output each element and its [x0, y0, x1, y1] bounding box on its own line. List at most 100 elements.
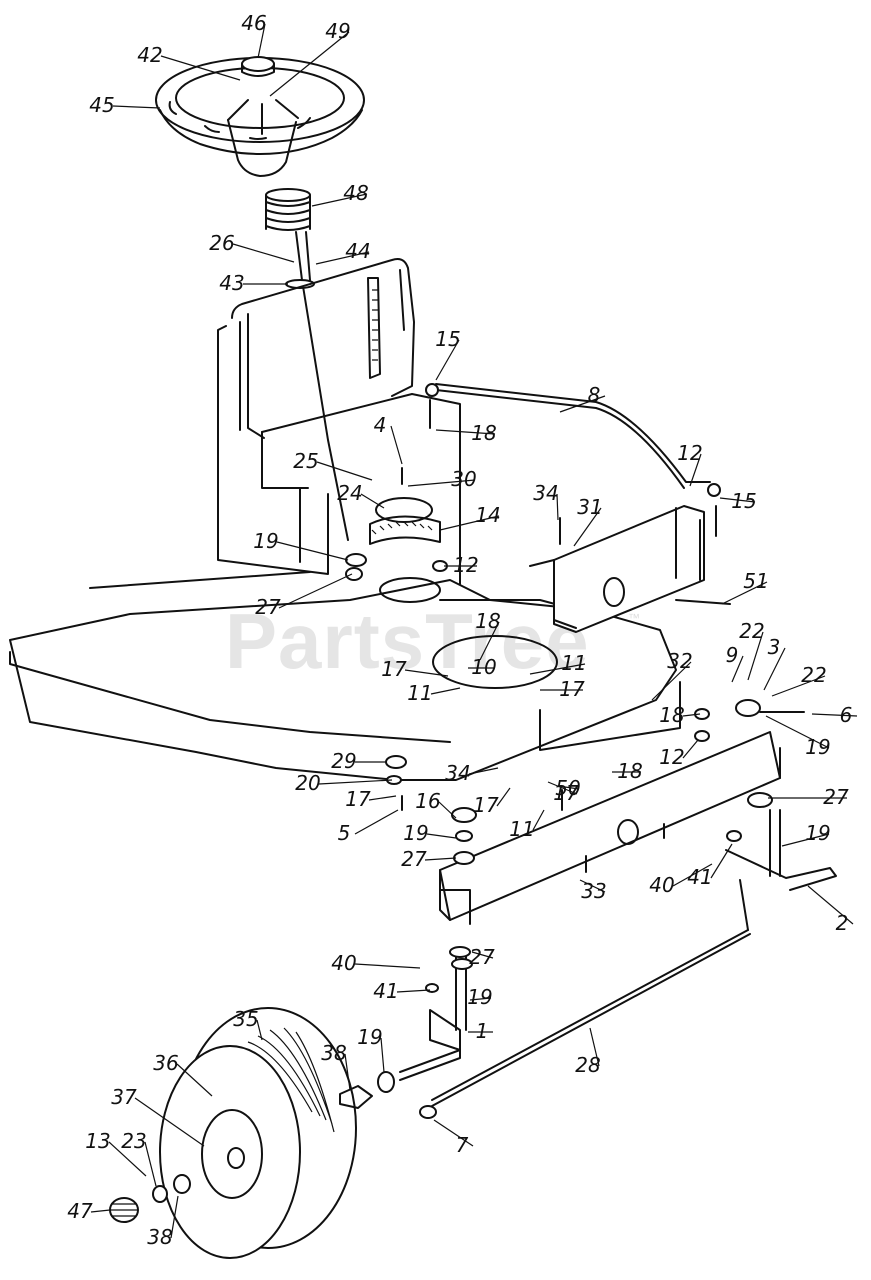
callout-label: 22: [801, 663, 826, 687]
callout-leader: [682, 739, 699, 759]
callout-leader: [471, 951, 494, 959]
callout-leader: [556, 493, 559, 521]
callout-label: 11: [509, 817, 534, 841]
callout-label: 26: [209, 231, 234, 255]
callout-leader: [771, 675, 826, 697]
sector-gear: [369, 497, 441, 603]
callout-leader: [672, 863, 713, 887]
callout-leader: [689, 453, 702, 487]
callout-leader: [438, 801, 457, 819]
callout-label: 42: [137, 43, 162, 67]
callout-leader: [134, 1097, 205, 1147]
callout-leader: [344, 1053, 351, 1091]
callout-label: 17: [345, 787, 371, 811]
front-axle: [439, 731, 781, 925]
callout-leader: [579, 879, 606, 893]
callout-label: 12: [677, 441, 702, 465]
steering-wheel: [155, 56, 365, 177]
callout-leader: [354, 963, 421, 969]
callout-label: 41: [687, 865, 712, 889]
callout-label: 38: [147, 1225, 172, 1249]
callout-label: 14: [475, 503, 500, 527]
callout-leader: [710, 843, 733, 879]
callout-label: 18: [475, 609, 500, 633]
callout-label: 17: [381, 657, 407, 681]
callout-label: 31: [577, 495, 602, 519]
callout-label: 19: [357, 1025, 382, 1049]
hardware: [345, 399, 805, 1119]
callout-leader: [360, 493, 385, 509]
callout-leader: [176, 1063, 213, 1097]
callout-label: 19: [805, 735, 830, 759]
callout-label: 33: [581, 879, 606, 903]
callout-label: 28: [575, 1053, 600, 1077]
callout-leader: [426, 833, 457, 839]
callout-leader: [368, 795, 397, 801]
callout-leader: [807, 885, 854, 925]
callout-leader: [763, 647, 786, 691]
callout-leader: [747, 631, 764, 681]
callout-label: 20: [295, 771, 320, 795]
callout-leader: [354, 809, 399, 835]
callout-label: 45: [89, 93, 114, 117]
callout-leader: [547, 781, 578, 795]
callout-label: 19: [403, 821, 428, 845]
callout-leader: [318, 779, 393, 785]
callout-label: 49: [325, 19, 350, 43]
callout-label: 37: [111, 1085, 137, 1109]
callout-label: 16: [415, 789, 440, 813]
callout-label: 40: [331, 951, 356, 975]
callout-leader: [721, 581, 768, 605]
spindle-right: [725, 809, 837, 891]
callout-leader: [404, 669, 449, 677]
callout-label: 18: [471, 421, 496, 445]
steering-shaft: [295, 231, 349, 541]
callout-label: 29: [331, 749, 356, 773]
callout-leader: [559, 395, 606, 413]
callout-label: 6: [840, 703, 853, 727]
callout-leader: [407, 479, 476, 487]
callout-label: 43: [219, 271, 244, 295]
callout-label: 25: [293, 449, 318, 473]
callout-leader: [811, 713, 858, 717]
callout-leader: [439, 515, 500, 531]
callout-label: 38: [321, 1041, 346, 1065]
callout-label: 44: [345, 239, 370, 263]
callout-label: 18: [659, 703, 684, 727]
callout-label: 34: [533, 481, 558, 505]
callout-label: 3: [768, 635, 781, 659]
callout-leader: [396, 989, 431, 993]
callout-leader: [276, 541, 349, 561]
callout-leader: [315, 251, 370, 265]
callout-label: 17: [473, 793, 499, 817]
callout-label: 2: [836, 911, 849, 935]
callout-label: 18: [617, 759, 642, 783]
callout-leader: [719, 497, 756, 503]
callout-label: 15: [435, 327, 460, 351]
callout-leader: [433, 1119, 474, 1147]
callout-label: 9: [726, 643, 739, 667]
callout-leader: [479, 621, 500, 661]
callout-leader: [108, 1141, 147, 1177]
callout-label: 46: [241, 11, 266, 35]
callout-leader: [257, 23, 266, 59]
callout-leader: [170, 1195, 179, 1239]
callout-label: 35: [233, 1007, 258, 1031]
callout-leader: [430, 687, 461, 695]
callout-label: 10: [471, 655, 496, 679]
callout-label: 36: [153, 1051, 178, 1075]
callout-label: 17: [559, 677, 585, 701]
callout-label: 8: [588, 383, 601, 407]
callout-leader: [682, 713, 701, 717]
dash-panel: [217, 258, 461, 585]
callout-leader: [469, 997, 492, 1001]
callout-leader: [256, 1019, 263, 1041]
callout-label: 19: [253, 529, 278, 553]
callout-leader: [573, 507, 602, 547]
callout-label: 27: [469, 945, 495, 969]
callout-label: 50: [555, 776, 580, 800]
callout-label: 19: [805, 821, 830, 845]
callout-leader: [278, 573, 353, 609]
